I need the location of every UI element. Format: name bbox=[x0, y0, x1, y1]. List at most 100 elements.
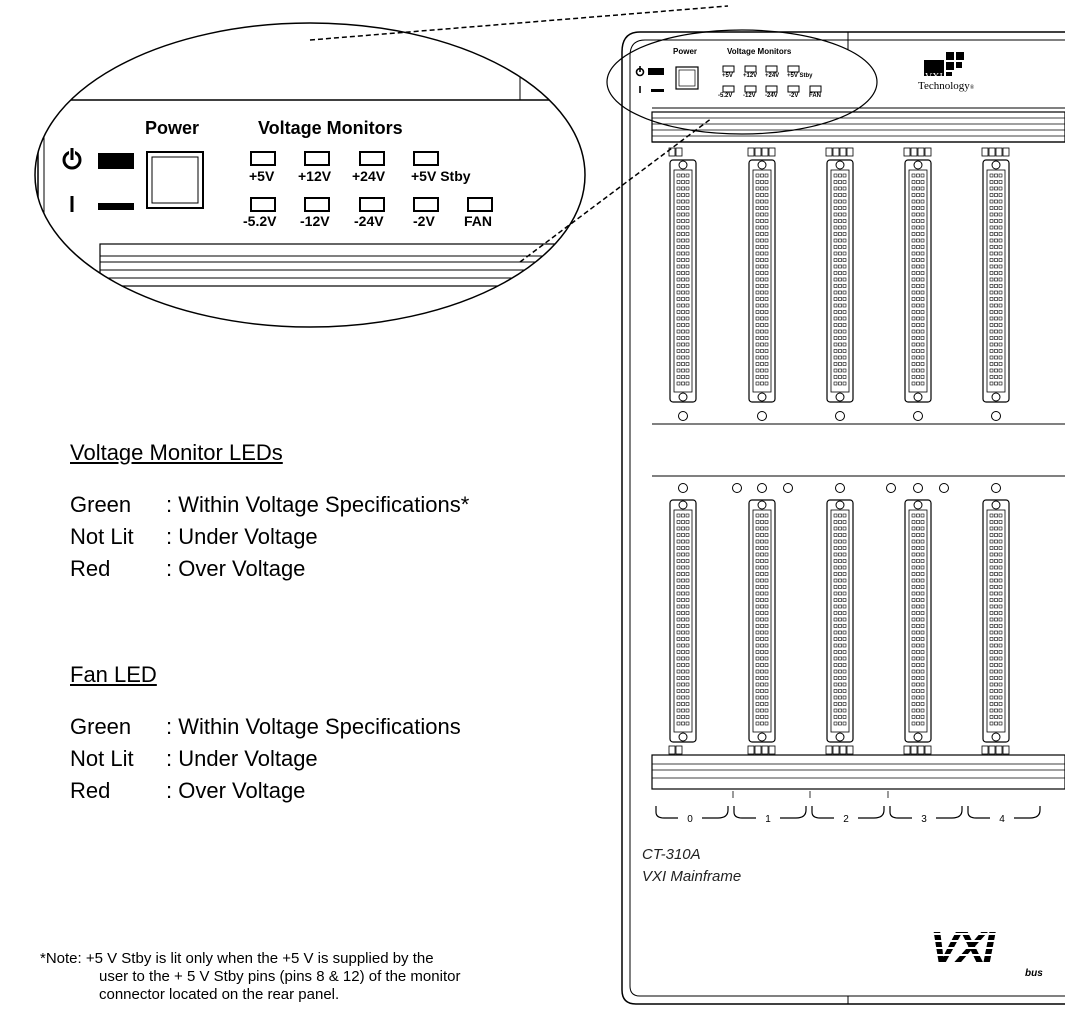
power-button-zoom[interactable] bbox=[146, 151, 204, 209]
zoom-label-fan: FAN bbox=[464, 213, 492, 229]
connector-clip-bottom bbox=[668, 745, 683, 755]
model-number: CT-310A bbox=[642, 846, 701, 863]
connector-lower-slot-2 bbox=[826, 499, 854, 743]
screw-hole bbox=[783, 483, 793, 493]
slot-bracket-4: 4 bbox=[967, 806, 1041, 825]
connector-clip-bottom bbox=[903, 745, 932, 755]
logo-technology-word: Technology bbox=[918, 80, 970, 92]
slot-number-2: 2 bbox=[843, 814, 849, 825]
legend-fan-title: Fan LED bbox=[70, 662, 157, 687]
power-standby-icon bbox=[62, 148, 82, 170]
slot-number-4: 4 bbox=[999, 814, 1005, 825]
legend-fan-row-notlit: Not Lit : Under Voltage bbox=[70, 746, 318, 772]
footnote-line-3: connector located on the rear panel. bbox=[99, 986, 340, 1003]
slot-number-3: 3 bbox=[921, 814, 927, 825]
mini-led-label: -2V bbox=[789, 93, 799, 99]
zoom-label-plus12v: +12V bbox=[298, 168, 332, 184]
legend-desc: : Over Voltage bbox=[166, 778, 306, 803]
zoom-label-stby: Stby bbox=[440, 168, 471, 184]
connector-upper-slot-4 bbox=[982, 159, 1010, 403]
led-plus5v bbox=[250, 151, 276, 166]
screw-hole bbox=[939, 483, 949, 493]
legend-voltage-row-green: Green : Within Voltage Specifications* bbox=[70, 492, 469, 518]
connector-lower-slot-3 bbox=[904, 499, 932, 743]
slot-number-1: 1 bbox=[765, 814, 771, 825]
connector-upper-slot-1 bbox=[748, 159, 776, 403]
legend-fan-row-red: Red : Over Voltage bbox=[70, 778, 305, 804]
slot-number-0: 0 bbox=[687, 814, 693, 825]
led-minus12v bbox=[304, 197, 330, 212]
connector-clip-top bbox=[668, 147, 683, 157]
screw-hole bbox=[835, 411, 845, 421]
legend-desc: : Under Voltage bbox=[166, 746, 318, 771]
screw-hole bbox=[913, 483, 923, 493]
mini-led-label: -24V bbox=[765, 93, 778, 99]
zoom-power-label: Power bbox=[145, 118, 200, 138]
mini-power-label: Power bbox=[673, 47, 698, 56]
mini-led-label: +5V Stby bbox=[787, 73, 813, 79]
led-fan bbox=[467, 197, 493, 212]
zoom-led-grid bbox=[250, 151, 493, 212]
vxi-technology-logo bbox=[924, 52, 964, 76]
connector-lower-slot-1 bbox=[748, 499, 776, 743]
connector-lower-slot-4 bbox=[982, 499, 1010, 743]
mini-monitors-label: Voltage Monitors bbox=[727, 47, 792, 56]
model-name: VXI Mainframe bbox=[642, 868, 742, 885]
mini-led-label: +12V bbox=[743, 73, 758, 79]
legend-desc: : Within Voltage Specifications* bbox=[166, 492, 470, 517]
mini-led-label: -12V bbox=[743, 93, 756, 99]
screw-hole bbox=[732, 483, 742, 493]
connector-lower-slot-0 bbox=[669, 499, 697, 743]
screw-hole bbox=[678, 411, 688, 421]
connector-clip-bottom bbox=[825, 745, 854, 755]
mini-power-button[interactable] bbox=[675, 66, 699, 90]
zoom-label-minus5-2v: -5.2V bbox=[243, 213, 277, 229]
zoom-monitors-label: Voltage Monitors bbox=[258, 118, 403, 138]
logo-registered-mark: ® bbox=[969, 85, 975, 91]
vxi-bus-logo-label: bus bbox=[1025, 968, 1043, 979]
led-minus5-2v bbox=[250, 197, 276, 212]
slot-bracket-1: 1 bbox=[733, 806, 807, 825]
legend-fan-row-green: Green: Within Voltage Specifications bbox=[70, 714, 461, 740]
mini-led-label: +24V bbox=[765, 73, 780, 79]
connector-upper-slot-2 bbox=[826, 159, 854, 403]
connector-upper-slot-0 bbox=[669, 159, 697, 403]
footnote-line-1: *Note: +5 V Stby is lit only when the +5… bbox=[40, 950, 434, 967]
legend-state: Green bbox=[70, 492, 132, 517]
vxi-bus-logo: VXI bus bbox=[920, 923, 1045, 979]
mini-led-label: FAN bbox=[809, 93, 821, 99]
leader-line-top bbox=[309, 5, 729, 41]
led-plus24v bbox=[359, 151, 385, 166]
slot-bracket-3: 3 bbox=[889, 806, 963, 825]
footnote-line-2: user to the + 5 V Stby pins (pins 8 & 12… bbox=[99, 968, 461, 985]
legend-voltage-row-red: Red: Over Voltage bbox=[70, 556, 305, 582]
mini-led-label: +5V bbox=[722, 73, 733, 79]
zoom-label-minus24v: -24V bbox=[354, 213, 384, 229]
legend-state: Red bbox=[70, 778, 111, 803]
legend-state: Not Lit bbox=[70, 746, 134, 771]
zoom-label-plus24v: +24V bbox=[352, 168, 386, 184]
legend-state: Not Lit bbox=[70, 524, 134, 549]
power-on-indicator-upper bbox=[98, 153, 134, 169]
screw-hole bbox=[913, 411, 923, 421]
connector-clip-bottom bbox=[981, 745, 1010, 755]
screw-hole bbox=[886, 483, 896, 493]
legend-voltage-title: Voltage Monitor LEDs bbox=[70, 440, 283, 465]
zoom-label-minus2v: -2V bbox=[413, 213, 435, 229]
chassis-front-panel: 0 1 2 3 4 VXI bus bbox=[606, 29, 1065, 1005]
connector-clip-top bbox=[747, 147, 776, 157]
led-minus24v bbox=[359, 197, 385, 212]
zoom-label-plus5v-2: +5V bbox=[411, 168, 437, 184]
screw-hole bbox=[757, 411, 767, 421]
led-plus5v-stby bbox=[413, 151, 439, 166]
zoom-label-plus5v-stby: +5V Stby bbox=[411, 168, 471, 184]
connector-clip-top bbox=[825, 147, 854, 157]
logo-technology-text: Technology® bbox=[918, 80, 974, 92]
slot-bracket-2: 2 bbox=[811, 806, 885, 825]
legend-desc: : Over Voltage bbox=[166, 556, 306, 581]
zoom-label-plus5v: +5V bbox=[249, 168, 275, 184]
mini-power-icon bbox=[635, 66, 645, 77]
power-on-indicator-lower bbox=[98, 203, 134, 210]
legend-state: Green bbox=[70, 714, 132, 739]
